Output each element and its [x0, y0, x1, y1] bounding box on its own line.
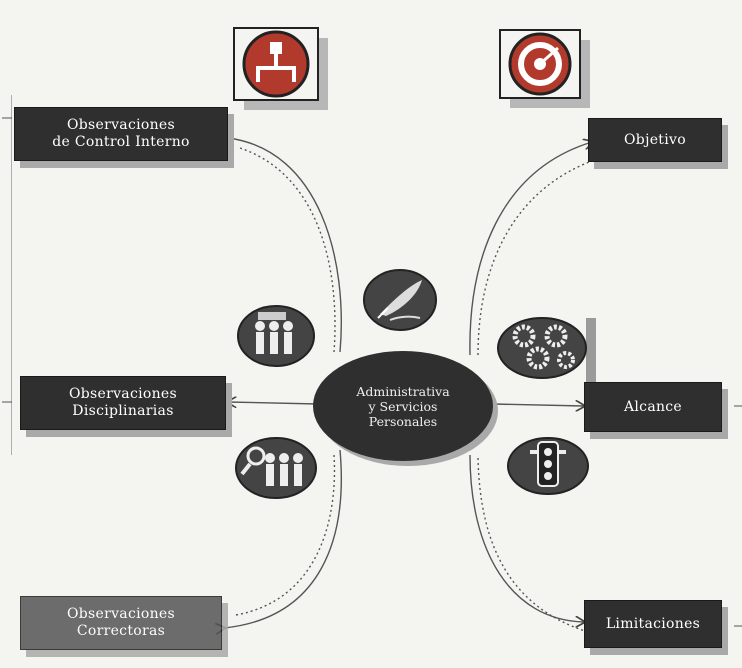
node-internal-control-line-2: de Control Interno: [52, 134, 190, 150]
center-hub: Administrativa y Servicios Personales: [313, 351, 493, 461]
node-internal-control: Observaciones de Control Interno: [14, 107, 228, 161]
node-corrective-line-2: Correctoras: [76, 623, 166, 639]
node-corrective: Observaciones Correctoras: [20, 596, 222, 650]
node-disciplinary: Observaciones Disciplinarias: [20, 376, 226, 430]
search-group-icon: [232, 434, 322, 500]
node-disciplinary-line-2: Disciplinarias: [72, 403, 174, 419]
gears-icon: [494, 312, 602, 382]
node-limitations: Limitaciones: [584, 600, 722, 648]
org-chart-icon: [226, 22, 330, 110]
center-hub-line-1: Administrativa: [356, 383, 450, 399]
quill-pen-icon: [360, 268, 440, 332]
node-objective-label: Objetivo: [624, 131, 686, 148]
target-icon: [494, 26, 590, 108]
node-disciplinary-line-1: Observaciones: [69, 386, 177, 402]
center-hub-line-3: Personales: [368, 413, 438, 429]
review-group-icon: [234, 302, 322, 368]
node-corrective-line-1: Observaciones: [67, 606, 175, 622]
node-scope: Alcance: [584, 382, 722, 432]
scan-artifact-line: [11, 95, 12, 455]
center-hub-line-2: y Servicios: [368, 398, 438, 414]
node-internal-control-line-1: Observaciones: [67, 117, 175, 133]
node-limitations-label: Limitaciones: [605, 615, 701, 632]
node-objective: Objetivo: [588, 118, 722, 162]
traffic-light-icon: [504, 436, 592, 498]
node-scope-label: Alcance: [623, 398, 683, 415]
